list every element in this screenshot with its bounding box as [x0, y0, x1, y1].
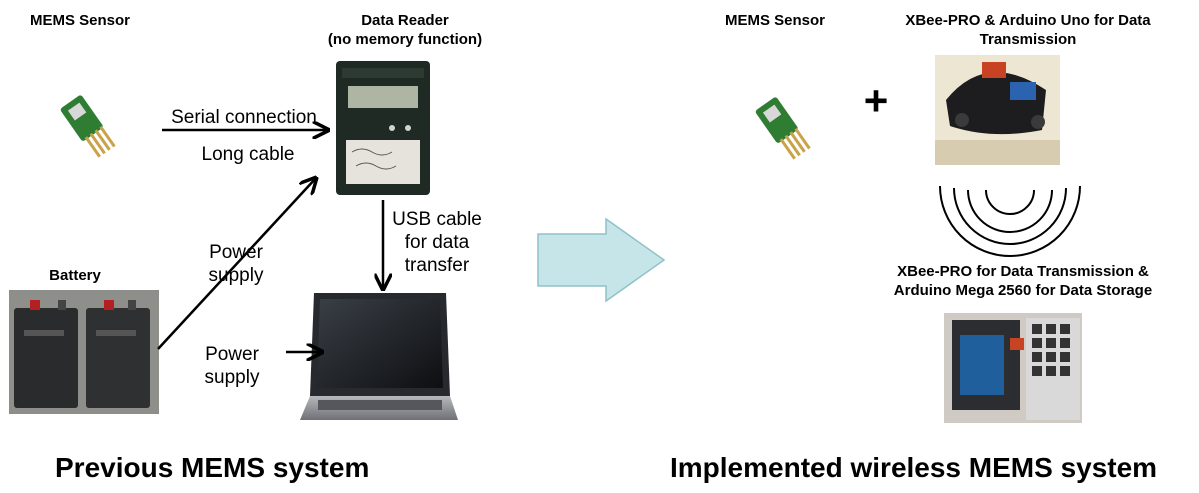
power-supply-label-2-line2: supply [204, 367, 260, 388]
mems-sensor-label-right: MEMS Sensor [724, 12, 826, 29]
usb-cable-label-line3: transfer [404, 255, 470, 276]
wireless-signal-icon [939, 185, 1081, 257]
transition-arrow [537, 217, 666, 303]
power-supply-label-1-line1: Power [209, 242, 263, 263]
data-reader-label-line1: Data Reader [361, 12, 449, 29]
usb-cable-label: USB cable for data transfer [388, 208, 486, 277]
xbee-uno-label-line1: XBee-PRO & Arduino Uno for Data [905, 12, 1151, 29]
data-reader-label: Data Reader (no memory function) [295, 11, 515, 49]
plus-sign: + [863, 77, 889, 124]
battery-to-reader-arrow [157, 178, 316, 350]
laptop-image [300, 293, 458, 420]
power-supply-label-2: Power supply [192, 343, 272, 389]
serial-connection-label: Serial connection [171, 107, 317, 128]
implemented-system-caption: Implemented wireless MEMS system [670, 452, 1158, 483]
power-supply-label-1: Power supply [196, 241, 276, 287]
xbee-arduino-mega-image [944, 313, 1082, 423]
mems-sensor-image-left [60, 95, 116, 158]
usb-cable-label-line2: for data [404, 232, 470, 253]
xbee-mega-label-line1: XBee-PRO for Data Transmission & [897, 263, 1149, 280]
previous-system-caption: Previous MEMS system [55, 452, 370, 483]
long-cable-label: Long cable [201, 144, 295, 165]
data-reader-label-line2: (no memory function) [327, 31, 483, 48]
usb-cable-label-line1: USB cable [392, 209, 482, 230]
data-reader-image [336, 61, 430, 195]
battery-label: Battery [49, 267, 101, 284]
xbee-uno-label: XBee-PRO & Arduino Uno for Data Transmis… [868, 11, 1188, 49]
xbee-mega-label: XBee-PRO for Data Transmission & Arduino… [850, 262, 1196, 300]
xbee-uno-label-line2: Transmission [979, 31, 1077, 48]
xbee-arduino-uno-image [935, 55, 1060, 165]
mems-sensor-image-right [755, 97, 811, 160]
mems-sensor-label-left: MEMS Sensor [29, 12, 131, 29]
xbee-mega-label-line2: Arduino Mega 2560 for Data Storage [893, 282, 1153, 299]
battery-image [9, 290, 159, 414]
power-supply-label-1-line2: supply [208, 265, 264, 286]
power-supply-label-2-line1: Power [205, 344, 259, 365]
